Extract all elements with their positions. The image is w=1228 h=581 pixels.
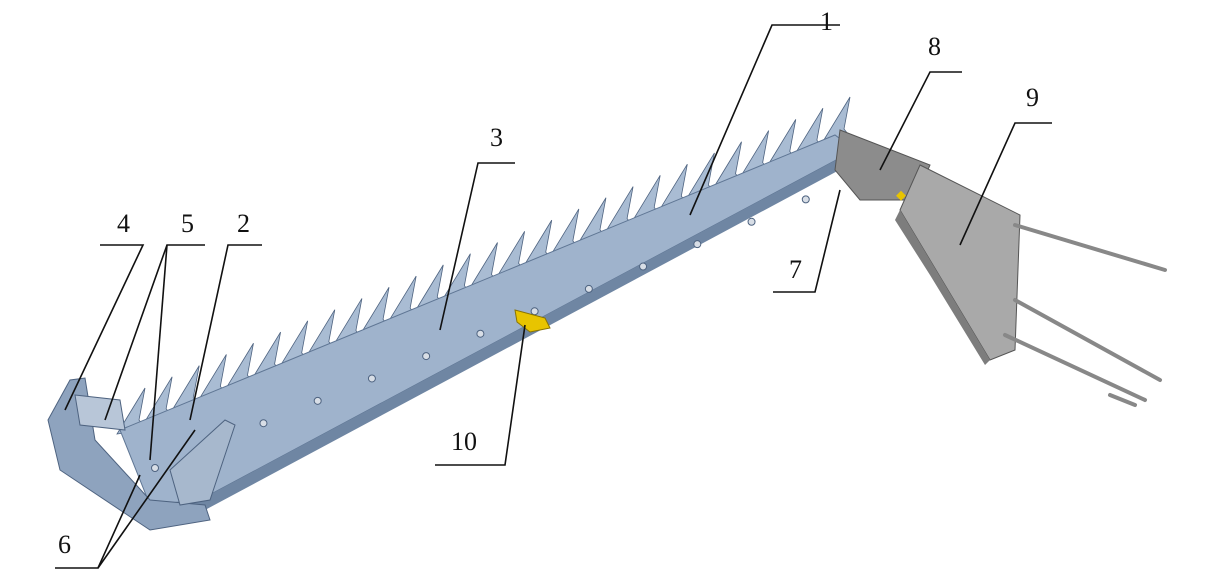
label-3: 3 (490, 123, 503, 152)
cutter-teeth (116, 96, 853, 435)
drive-arm-bracket (169, 419, 236, 506)
yellow-bracket (514, 309, 551, 333)
bolt (367, 374, 376, 383)
bolt (422, 352, 431, 361)
bolt (747, 217, 756, 226)
bolt (639, 262, 648, 271)
divider-frame-side (895, 210, 990, 365)
bolt (584, 284, 593, 293)
label-7: 7 (789, 255, 802, 284)
label-2: 2 (237, 209, 250, 238)
label-1: 1 (820, 7, 833, 36)
label-8: 8 (928, 32, 941, 61)
bolt (530, 307, 539, 316)
label-6: 6 (58, 530, 71, 559)
bolt (693, 240, 702, 249)
divider-rods (1003, 223, 1167, 407)
cutter-bar-body (119, 134, 856, 506)
label-4: 4 (117, 209, 130, 238)
label-9: 9 (1026, 83, 1039, 112)
divider-frame (899, 164, 1021, 361)
drive-shaft (74, 394, 126, 431)
bolt (259, 419, 268, 428)
leader-lines (55, 24, 1052, 569)
bolt (801, 195, 810, 204)
cutter-bar-front-face (150, 150, 858, 514)
divider-marker (896, 190, 906, 201)
bolt (151, 464, 159, 472)
label-5: 5 (181, 209, 194, 238)
label-10: 10 (451, 427, 477, 456)
bolt (313, 396, 322, 405)
bolt (476, 329, 485, 338)
